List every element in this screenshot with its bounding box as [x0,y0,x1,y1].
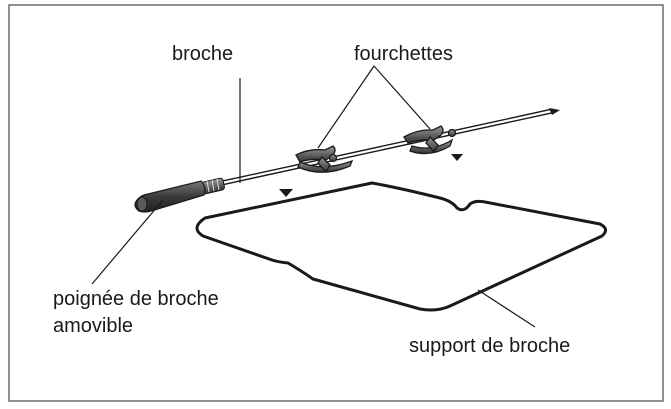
leader-support [477,289,536,328]
label-support: support de broche [409,335,570,357]
arrow-down-icon [279,189,293,197]
label-fourchettes: fourchettes [354,43,453,65]
removable-handle [134,180,206,213]
label-broche: broche [172,43,233,65]
diagram-frame [8,4,664,402]
label-poignee-line2: amovible [53,315,133,337]
fork-right [403,125,457,155]
spit-rod [219,108,560,186]
label-poignee-line1: poignée de broche [53,288,219,310]
spit-support-tray [195,181,607,312]
leader-lines [91,65,536,328]
placement-arrows [279,154,463,197]
leader-fourchettes-left [317,65,375,149]
fork-left [295,145,354,174]
leader-poignee [91,199,164,285]
leader-fourchettes-right [373,65,431,130]
arrow-down-icon [451,154,463,161]
